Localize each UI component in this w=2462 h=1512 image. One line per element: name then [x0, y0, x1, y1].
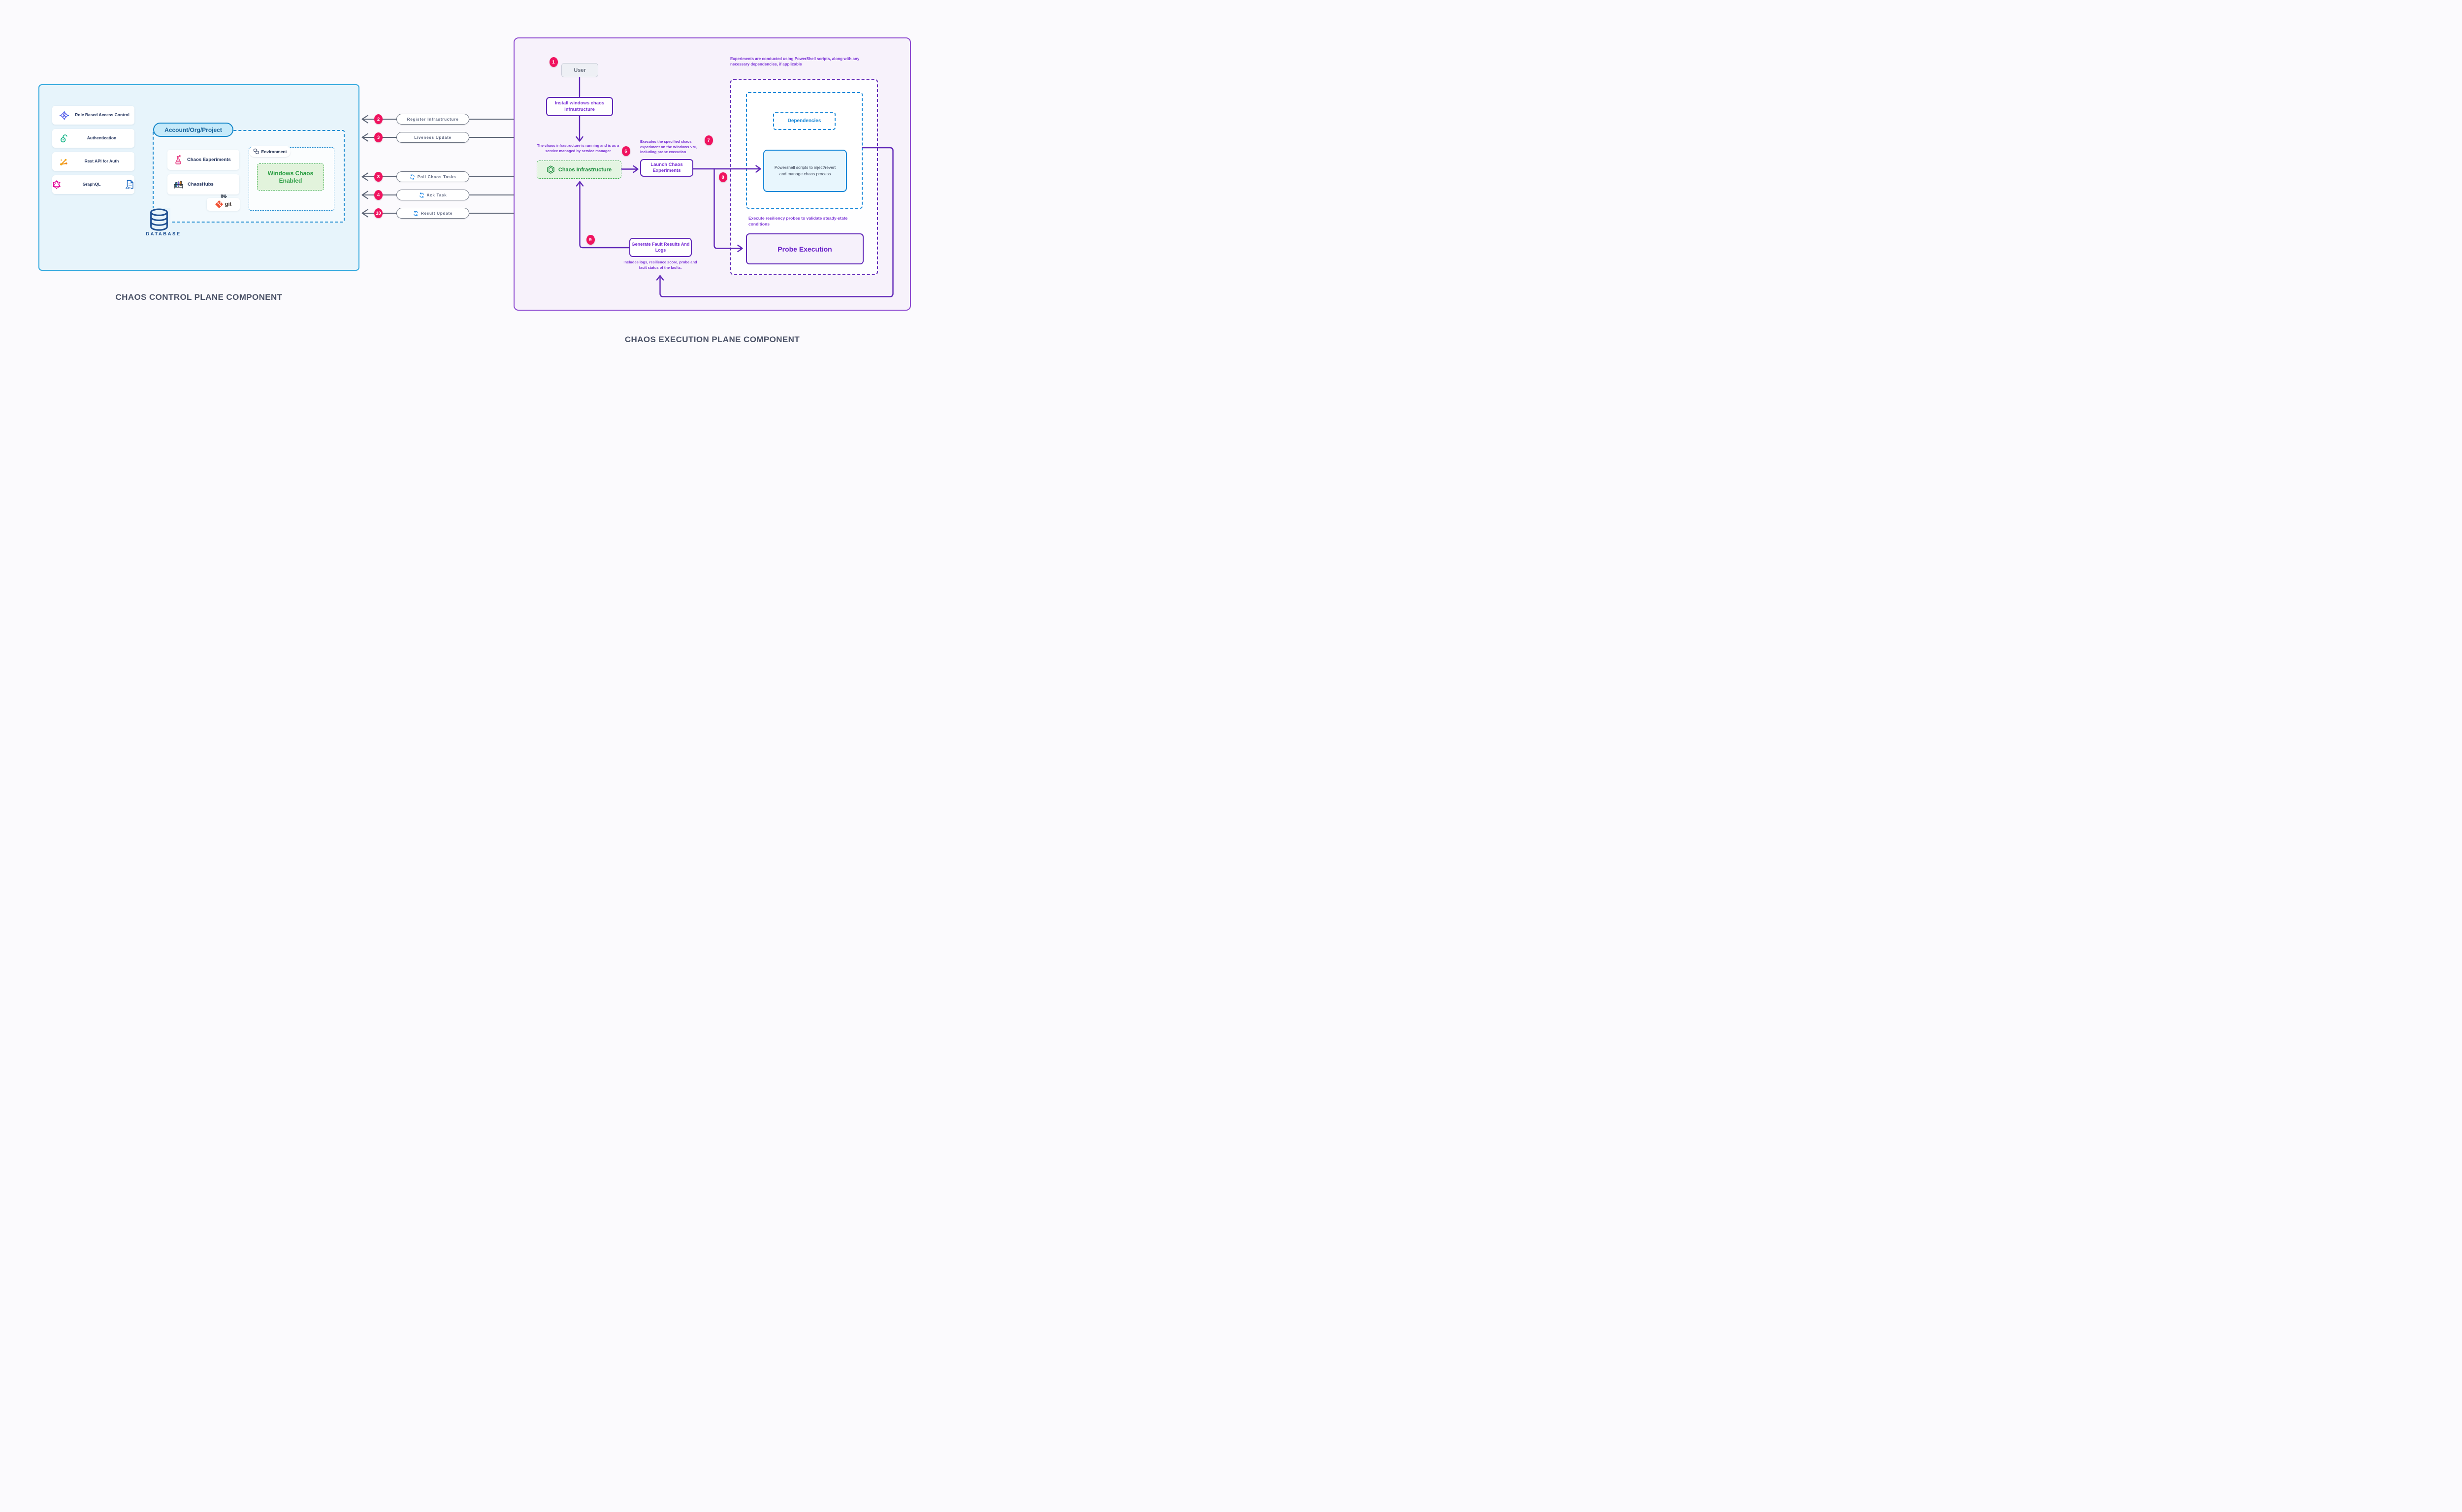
launch-caption: Executes the specified chaos experiment …: [640, 139, 697, 154]
environment-label-text: Environment: [261, 149, 287, 154]
execution-plane-title: CHAOS EXECUTION PLANE COMPONENT: [624, 335, 800, 345]
card-rest-api-for-auth: Rest API for Auth: [52, 152, 134, 171]
step-badge: 7: [704, 135, 713, 145]
git-icon: [215, 200, 223, 208]
powershell-scripts-box: Powershell scripts to inject/revert and …: [763, 150, 847, 192]
sync-icon: [419, 192, 424, 198]
graphql-icon: [52, 180, 61, 189]
probe-caption: Execute resiliency probes to validate st…: [748, 216, 848, 226]
user-box: User: [561, 63, 598, 77]
card-label: Rest API for Auth: [84, 159, 119, 164]
card-label: ChaosHubs: [188, 182, 214, 187]
diagram-canvas: Role Based Access Control Authentication…: [0, 0, 949, 378]
test-tube-rack-icon: [173, 180, 184, 190]
account-org-project-pill: Account/Org/Project: [153, 123, 233, 137]
step-badge: 1: [549, 57, 558, 67]
account-pill-label: Account/Org/Project: [164, 126, 222, 133]
install-windows-chaos-infrastructure-box: Install windows chaos infrastructure: [546, 97, 613, 116]
message-register-infrastructure: Register Infrastructure: [396, 114, 469, 125]
powershell-note: Experiments are conducted using PowerShe…: [730, 57, 860, 67]
hexagon-icon: [547, 165, 555, 174]
sync-icon: [410, 174, 415, 180]
message-poll-chaos-tasks: Poll Chaos Tasks: [396, 171, 469, 182]
authentication-lock-icon: [59, 134, 68, 143]
step-badge: 9: [586, 235, 595, 245]
database-label: DATABASE: [146, 231, 181, 237]
flask-icon: [173, 155, 183, 165]
rbac-icon: [59, 110, 69, 121]
probe-execution-box: Probe Execution: [746, 233, 864, 264]
card-label: Chaos Experiments: [187, 157, 231, 162]
environment-label: Environment: [249, 146, 291, 157]
sync-icon: [413, 210, 419, 216]
api-document-icon: API: [125, 180, 134, 190]
results-caption: Includes logs, resilience score, probe a…: [623, 260, 697, 270]
step-badge: 3: [374, 172, 383, 182]
card-label: Role Based Access Control: [75, 112, 130, 118]
step-badge: 8: [718, 172, 727, 182]
card-label: git: [225, 201, 232, 207]
dependencies-box: Dependencies: [773, 112, 836, 130]
service-caption: The chaos infrastructure is running and …: [537, 143, 619, 153]
card-label: GraphQL: [82, 182, 101, 187]
database-icon: [148, 208, 170, 231]
control-plane-title: CHAOS CONTROL PLANE COMPONENT: [115, 292, 283, 302]
chaos-infrastructure-box: Chaos Infrastructure: [537, 161, 621, 179]
step-badge: 4: [374, 190, 383, 200]
card-chaos-experiments: Chaos Experiments: [167, 150, 239, 170]
message-liveness-update: Liveness Update: [396, 132, 469, 143]
card-graphql: GraphQL API: [52, 175, 134, 194]
message-result-update: Result Update: [396, 208, 469, 219]
rest-api-branch-icon: [59, 157, 68, 166]
step-badge: 10: [374, 208, 383, 218]
step-badge: 2: [374, 114, 383, 124]
step-badge: 3: [374, 132, 383, 142]
generate-fault-results-box: Generate Fault Results And Logs: [629, 238, 692, 257]
card-label: Authentication: [87, 135, 117, 141]
card-role-based-access-control: Role Based Access Control: [52, 106, 134, 125]
hexagon-cluster-icon: [253, 148, 259, 155]
launch-chaos-experiments-box: Launch Chaos Experiments: [640, 159, 693, 177]
message-ack-task: Ack Task: [396, 190, 469, 200]
card-authentication: Authentication: [52, 129, 134, 148]
card-git: git: [207, 198, 240, 211]
windows-chaos-enabled-box: Windows Chaos Enabled: [257, 163, 324, 191]
step-badge: 6: [621, 146, 630, 156]
card-chaoshubs: ChaosHubs: [167, 174, 239, 194]
